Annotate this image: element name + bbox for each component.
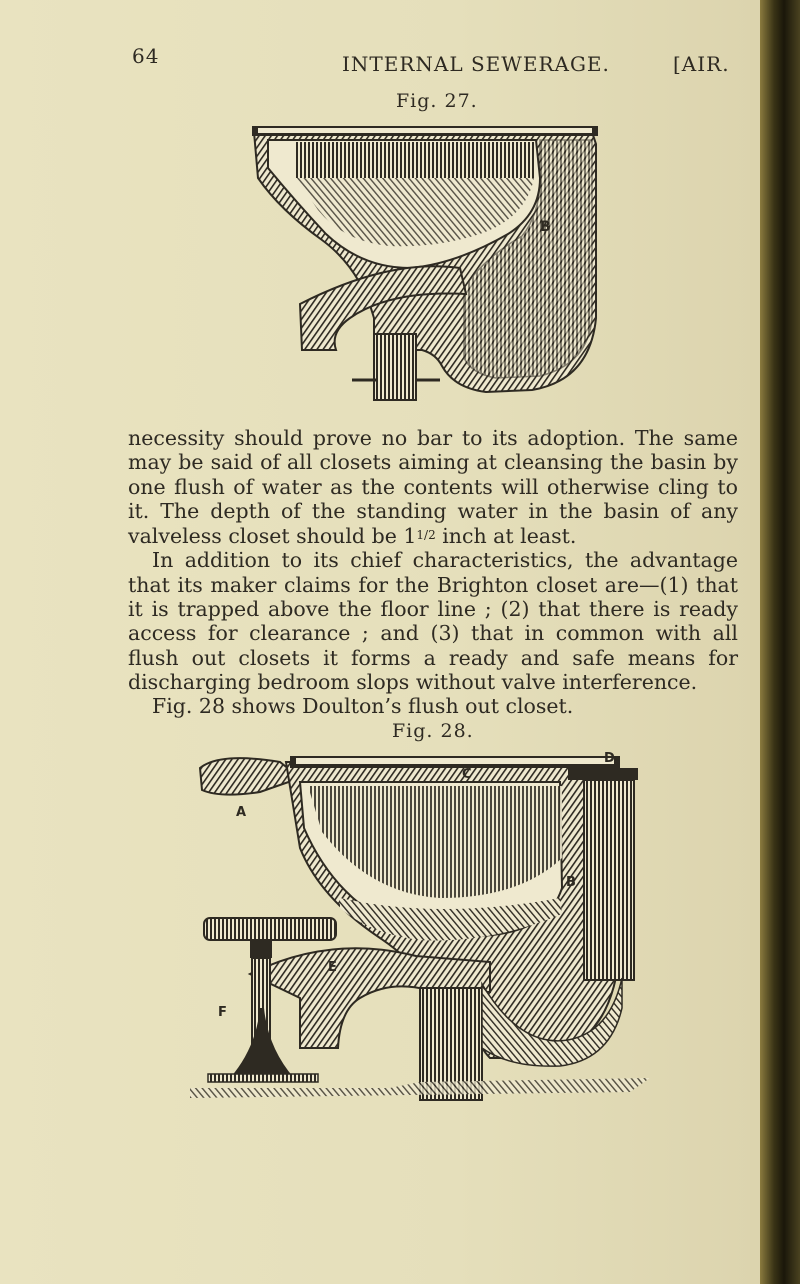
body-text: necessity should prove no bar to its ado… <box>128 426 738 719</box>
paragraph-1: necessity should prove no bar to its ado… <box>128 426 738 549</box>
paragraph-3: Fig. 28 shows Doulton’s flush out closet… <box>152 694 574 719</box>
figure-28-caption: Fig. 28. <box>392 720 474 742</box>
book-binding-edge <box>760 0 800 1284</box>
figure-27-illustration: B <box>252 126 598 401</box>
figure-27-caption: Fig. 27. <box>396 90 478 112</box>
figure-28-label-f: F <box>218 1005 227 1020</box>
paragraph-2: In addition to its chief characteristics… <box>128 548 738 694</box>
page-number: 64 <box>132 44 160 68</box>
figure-28-label-e: E <box>328 960 337 975</box>
figure-27-label-b: B <box>540 219 551 235</box>
figure-28-illustration: A C D B E F <box>190 751 650 1101</box>
running-title: INTERNAL SEWERAGE. <box>342 52 610 76</box>
figure-28-label-a: A <box>236 805 246 820</box>
figure-28-label-c: C <box>462 767 472 782</box>
figure-28-label-b: B <box>566 875 576 890</box>
section-tag: [AIR. <box>673 52 730 76</box>
figure-28-label-d: D <box>604 751 615 766</box>
